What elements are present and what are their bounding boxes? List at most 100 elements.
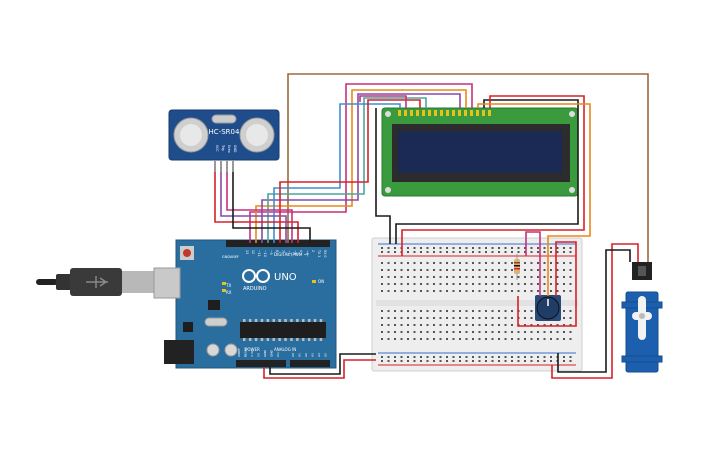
breadboard-hole [478,338,481,340]
sensor-pin-label: Echo [227,145,231,153]
wire-pot-left[interactable] [525,231,541,296]
wire-lcd-contrast[interactable] [477,103,591,296]
wire-arduino-gnd[interactable] [269,353,376,375]
wire-sensor-gnd[interactable] [232,172,311,243]
power-pin-label: RESET [244,347,248,357]
breadboard-hole [465,262,468,264]
breadboard-hole [426,290,429,292]
wire-orange-lcd[interactable] [255,89,467,243]
breadboard-hole [485,338,487,340]
breadboard-hole [491,324,494,326]
wire-blue-lcd[interactable] [273,103,401,243]
chip-pin [278,319,281,322]
breadboard-hole [485,324,487,326]
digital-pin-label: 8 [275,250,279,252]
digital-pin-label: 2 [311,250,315,252]
wire-sensor-echo[interactable] [226,172,293,243]
breadboard-hole [465,290,468,292]
breadboard-hole [498,276,500,278]
arduino-brand-text: ARDUINO [243,286,267,292]
chip-pin [260,338,264,341]
breadboard[interactable] [371,237,583,372]
breadboard-hole [420,356,422,358]
chip-pin [284,338,287,341]
wire-lcd-vcc[interactable] [401,95,585,256]
breadboard-hole [439,310,442,312]
chip-pin [296,319,299,322]
breadboard-hole [400,269,403,271]
chip-pin [243,338,246,341]
wire-teal-lcd[interactable] [267,97,427,243]
wire-sensor-trig[interactable] [220,172,287,243]
wire-lcd-rs[interactable] [359,95,407,108]
wire-magenta-lcd[interactable] [249,83,473,243]
breadboard-hole [556,283,559,285]
resistor[interactable] [514,254,520,280]
breadboard-hole [413,262,416,264]
breadboard-hole [420,360,422,362]
wire-pot-right[interactable] [517,241,577,327]
breadboard-hole [433,269,435,271]
usb-chip [208,300,220,310]
breadboard-hole [394,356,396,358]
breadboard-hole [426,276,429,278]
breadboard-hole [517,356,520,358]
breadboard-hole [420,324,422,326]
breadboard-hole [400,290,403,292]
breadboard-hole [446,283,448,285]
breadboard-hole [563,262,565,264]
wire-sensor-vcc[interactable] [214,172,299,243]
wire-lcd-gnd[interactable] [395,99,579,244]
breadboard-hole [459,331,461,333]
breadboard-hole [491,290,494,292]
chip-pin [290,338,293,341]
breadboard-hole [537,283,539,285]
potentiometer[interactable] [535,295,561,321]
breadboard-hole [433,360,435,362]
breadboard-hole [556,290,559,292]
digital-header [226,240,330,247]
breadboard-hole [485,290,487,292]
arduino-uno[interactable]: UNO ARDUINO DIGITAL (PWM ~) ANALOG IN PO… [153,239,337,369]
breadboard-hole [537,262,539,264]
wire-arduino-5v[interactable] [263,359,376,379]
breadboard-hole [465,324,468,326]
breadboard-hole [433,290,435,292]
breadboard-hole [400,356,403,358]
wire-purple-lcd[interactable] [261,93,461,243]
chip-pin [296,338,299,341]
chip-pin [313,338,317,341]
breadboard-hole [413,276,416,278]
chip-pin [302,338,305,341]
breadboard-hole [394,338,396,340]
breadboard-hole [446,276,448,278]
breadboard-hole [563,356,565,358]
digital-pin-label: RX 0 [323,250,327,257]
potentiometer-knob[interactable] [536,296,560,320]
servo-motor[interactable] [621,262,663,373]
lcd-16x2[interactable] [381,107,579,197]
tx-label: TX [225,283,231,288]
wire-lcd-vss[interactable] [375,108,391,244]
wire-brown-servo-signal[interactable] [287,73,649,262]
wire-servo-power[interactable] [551,243,639,379]
breadboard-hole [537,269,539,271]
power-pin-label: GND [263,349,267,357]
breadboard-hole [478,247,481,249]
breadboard-hole [452,276,455,278]
breadboard-hole [472,269,474,271]
breadboard-hole [465,356,468,358]
wire-servo-ground[interactable] [557,249,631,373]
wire-red-lcd[interactable] [279,99,421,243]
breadboard-hole [498,290,500,292]
breadboard-hole [407,331,409,333]
breadboard-hole [530,360,533,362]
chip-pin [313,319,317,322]
reset-button-cap[interactable] [183,249,191,257]
breadboard-hole [452,324,455,326]
breadboard-hole [478,262,481,264]
sensor-transducer-left-inner [180,124,202,146]
breadboard-hole [407,290,409,292]
